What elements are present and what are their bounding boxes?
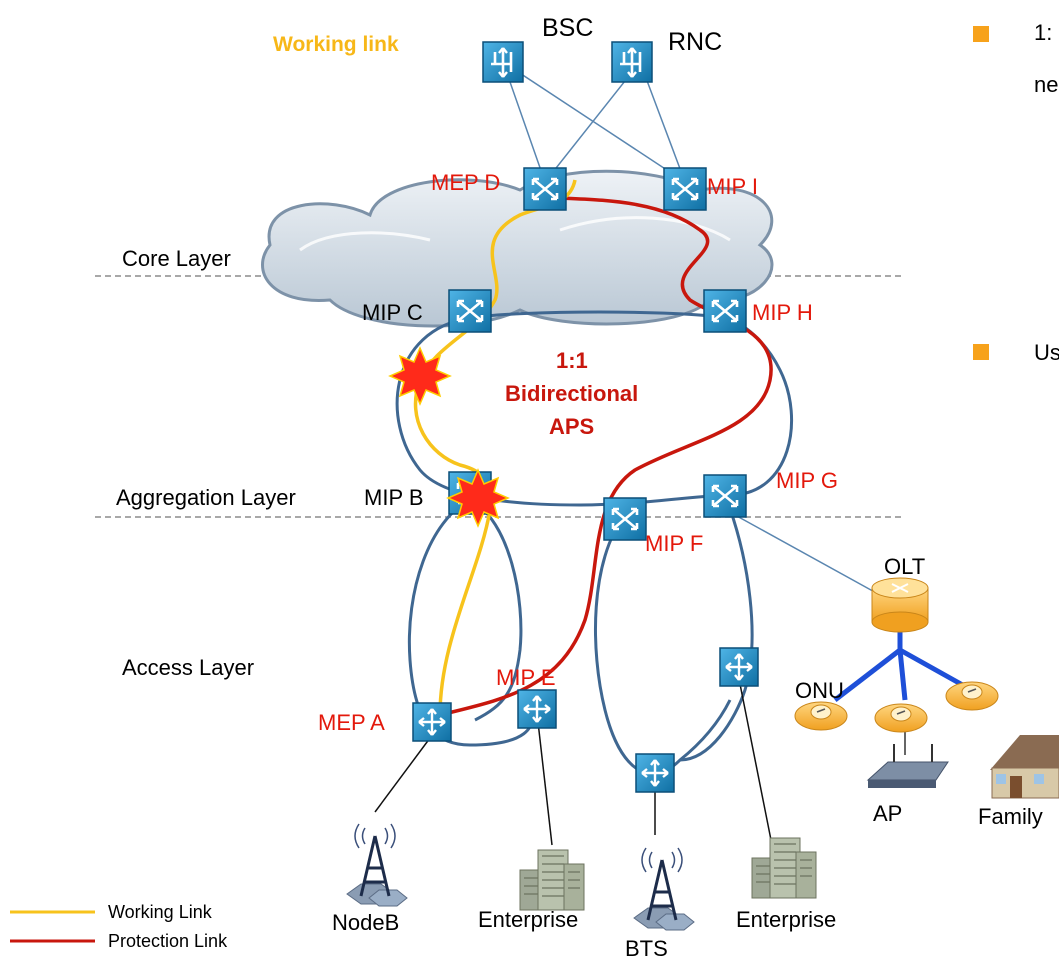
side-text-2: Us	[1034, 340, 1059, 365]
node-label-mep-a: MEP A	[318, 710, 385, 735]
node-label-nodeb: NodeB	[332, 910, 400, 935]
aps-label-line2: Bidirectional	[505, 381, 639, 406]
bullet-icon	[973, 344, 989, 360]
onu-icon	[945, 681, 999, 711]
mip-f-switch-icon	[602, 496, 648, 542]
wireless-ap-icon	[866, 744, 949, 788]
mip-e-router-icon	[516, 688, 558, 730]
mep-a-router-icon	[411, 701, 453, 743]
mip-c-switch-icon	[447, 288, 493, 334]
mip-h-switch-icon	[702, 288, 748, 334]
fault-star-icon	[388, 346, 452, 406]
layer-label-core: Core Layer	[122, 246, 231, 271]
mep-d-switch-icon	[522, 166, 568, 212]
layer-label-access: Access Layer	[122, 655, 255, 680]
aps-label-line3: APS	[549, 414, 595, 439]
bts-router-icon	[634, 752, 676, 794]
diagram-title: Working link	[273, 33, 399, 56]
node-label-enterprise-1: Enterprise	[478, 907, 579, 932]
protection-link-path	[439, 196, 773, 717]
node-label-ap: AP	[873, 801, 903, 826]
legend-working-label: Working Link	[108, 902, 212, 922]
bsc-router-icon	[481, 40, 525, 84]
house-icon	[990, 735, 1059, 799]
antenna-tower-icon	[632, 846, 696, 932]
olt-icon	[871, 577, 929, 633]
node-label-mip-c: MIP C	[362, 300, 423, 325]
node-label-rnc: RNC	[668, 28, 723, 56]
node-label-family: Family	[978, 804, 1043, 829]
node-label-enterprise-2: Enterprise	[736, 907, 837, 932]
core-cloud	[261, 169, 774, 328]
building-icon	[751, 837, 817, 899]
node-label-onu: ONU	[795, 678, 844, 703]
aps-label-line1: 1:1	[556, 348, 588, 373]
onu-icon	[794, 701, 848, 731]
building-icon	[519, 849, 585, 911]
node-label-bts: BTS	[625, 936, 668, 961]
legend-protection-label: Protection Link	[108, 931, 228, 951]
node-label-mip-b: MIP B	[364, 485, 424, 510]
mip-i-switch-icon	[662, 166, 708, 212]
node-label-bsc: BSC	[542, 14, 594, 42]
onu-icon	[874, 703, 928, 733]
rnc-router-icon	[610, 40, 654, 84]
node-label-olt: OLT	[884, 554, 926, 579]
side-text-1: 1:	[1034, 20, 1053, 45]
access-router-icon	[718, 646, 760, 688]
bullet-icon	[973, 26, 989, 42]
side-text-1b: ne	[1034, 72, 1059, 97]
fault-star-icon	[446, 468, 510, 528]
node-label-mip-f: MIP F	[645, 531, 704, 556]
node-label-mip-h: MIP H	[752, 300, 813, 325]
mip-g-switch-icon	[702, 473, 748, 519]
node-label-mip-e: MIP E	[496, 665, 556, 690]
node-label-mep-d: MEP D	[431, 170, 501, 195]
antenna-tower-icon	[345, 822, 409, 908]
node-label-mip-g: MIP G	[776, 468, 838, 493]
layer-label-aggregation: Aggregation Layer	[116, 485, 296, 510]
node-label-mip-i: MIP I	[707, 174, 758, 199]
